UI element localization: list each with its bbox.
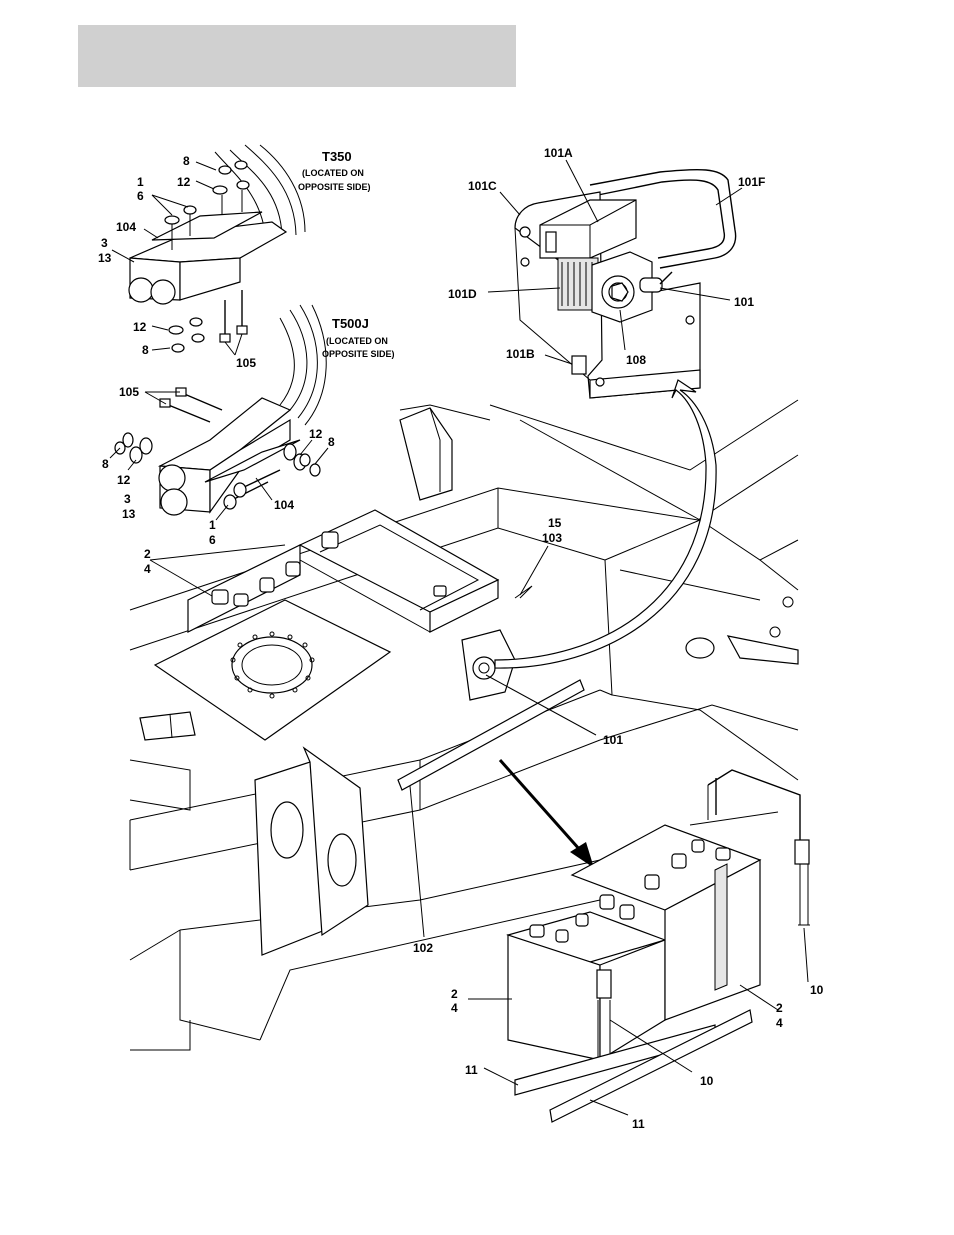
callout-103: 103	[542, 531, 562, 545]
callout-15: 15	[548, 516, 562, 530]
callout-8-l: 8	[102, 457, 109, 471]
note-t500j-line1: (LOCATED ON	[326, 336, 388, 346]
callout-2-b: 2	[451, 987, 458, 1001]
callout-12-top: 12	[177, 175, 191, 189]
callout-101F: 101F	[738, 175, 765, 189]
note-t500j-title: T500J	[332, 316, 369, 331]
callout-13-bot: 13	[122, 507, 136, 521]
bar-102	[398, 680, 584, 790]
disconnect-switch-detail	[488, 160, 742, 398]
callout-2-a: 2	[144, 547, 151, 561]
callout-8-mid: 8	[142, 343, 149, 357]
callout-104-top: 104	[116, 220, 136, 234]
callout-101-main: 101	[603, 733, 623, 747]
leader-15-103	[520, 546, 548, 595]
t500j-clamp-assembly	[110, 305, 328, 520]
leader-102	[410, 786, 424, 937]
callout-10-b: 10	[700, 1074, 714, 1088]
callout-4-b: 4	[451, 1001, 458, 1015]
note-t500j-line2: OPPOSITE SIDE)	[322, 349, 395, 359]
battery-arrow	[500, 760, 594, 868]
callout-2-c: 2	[776, 1001, 783, 1015]
callout-101D: 101D	[448, 287, 477, 301]
callout-12-mid: 12	[133, 320, 147, 334]
callout-6-bot: 6	[209, 533, 216, 547]
callout-1-top: 1	[137, 175, 144, 189]
callout-1-bot: 1	[209, 518, 216, 532]
callout-4-a: 4	[144, 562, 151, 576]
callout-12-r: 12	[309, 427, 323, 441]
callout-10-a: 10	[810, 983, 824, 997]
batteries	[468, 770, 810, 1122]
callout-12-l: 12	[117, 473, 131, 487]
frame-brackets	[130, 712, 368, 955]
callout-11-b: 11	[632, 1117, 645, 1131]
callout-8-r: 8	[328, 435, 335, 449]
callout-3-bot: 3	[124, 492, 131, 506]
callout-3-top: 3	[101, 236, 108, 250]
callout-11-a: 11	[465, 1063, 478, 1077]
callout-101A: 101A	[544, 146, 573, 160]
callout-6-top: 6	[137, 189, 144, 203]
callout-102: 102	[413, 941, 433, 955]
callout-13-top: 13	[98, 251, 112, 265]
detail-arrow	[495, 380, 716, 668]
note-t350-line1: (LOCATED ON	[302, 168, 364, 178]
callout-105-bot: 105	[119, 385, 139, 399]
callout-105-top: 105	[236, 356, 256, 370]
note-t350-line2: OPPOSITE SIDE)	[298, 182, 371, 192]
callout-8-top: 8	[183, 154, 190, 168]
callout-104-bot: 104	[274, 498, 294, 512]
callout-101-detail: 101	[734, 295, 754, 309]
leader-2-4-a	[150, 545, 285, 560]
callout-108: 108	[626, 353, 646, 367]
leader-2-4-b	[150, 560, 212, 596]
callout-101B: 101B	[506, 347, 535, 361]
callout-4-c: 4	[776, 1016, 783, 1030]
note-t350-title: T350	[322, 149, 352, 164]
callout-101C: 101C	[468, 179, 497, 193]
